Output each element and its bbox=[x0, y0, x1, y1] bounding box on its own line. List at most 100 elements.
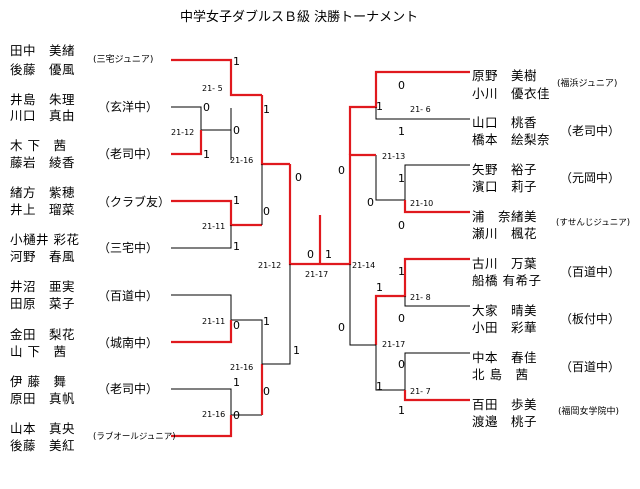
match-point: 1 bbox=[325, 248, 332, 261]
player-name: 原田 真帆 bbox=[10, 391, 76, 406]
match-point: 0 bbox=[338, 164, 345, 177]
team-name: （老司中） bbox=[98, 382, 159, 396]
match-point: 0 bbox=[233, 124, 240, 137]
player-name: 河野 春風 bbox=[10, 249, 76, 264]
player-name: 原野 美樹 bbox=[472, 68, 538, 83]
set-score: 21-16 bbox=[230, 156, 254, 165]
match-point: 1 bbox=[376, 100, 383, 113]
set-score: 21-16 bbox=[230, 363, 254, 372]
bracket-line bbox=[262, 264, 291, 365]
team-name: （三宅中） bbox=[98, 241, 159, 255]
bracket-line bbox=[320, 153, 376, 266]
player-name: 川口 真由 bbox=[10, 108, 76, 123]
player-name: 井島 朱理 bbox=[10, 92, 76, 107]
team-name: （玄洋中） bbox=[98, 100, 159, 114]
set-score: 21-17 bbox=[305, 270, 329, 279]
match-point: 1 bbox=[398, 404, 405, 417]
player-name: 金田 梨花 bbox=[10, 327, 76, 342]
player-name: 井上 瑠菜 bbox=[10, 202, 76, 217]
match-point: 0 bbox=[398, 79, 405, 92]
team-name: （クラブ友） bbox=[98, 195, 171, 209]
bracket-line bbox=[171, 130, 203, 156]
match-point: 0 bbox=[233, 409, 240, 422]
match-point: 0 bbox=[398, 358, 405, 371]
player-name: 中本 春佳 bbox=[472, 350, 538, 365]
set-score: 21-12 bbox=[171, 128, 195, 137]
match-point: 1 bbox=[376, 281, 383, 294]
team-name: （百道中） bbox=[98, 289, 159, 303]
team-name: (すせんじジュニア) bbox=[556, 218, 631, 228]
match-point: 0 bbox=[203, 101, 210, 114]
team-name: （板付中） bbox=[560, 312, 621, 326]
player-name: 山口 桃香 bbox=[472, 115, 538, 130]
team-name: (ラブオールジュニア) bbox=[93, 432, 176, 442]
player-name: 大家 晴美 bbox=[472, 303, 538, 318]
bracket-line bbox=[403, 200, 470, 214]
player-name: 緒方 紫穂 bbox=[10, 185, 76, 200]
bracket-line bbox=[171, 58, 262, 97]
page-title: 中学女子ダブルスＢ級 決勝トーナメント bbox=[180, 10, 419, 25]
match-point: 1 bbox=[398, 172, 405, 185]
match-point: 1 bbox=[263, 315, 270, 328]
match-point: 1 bbox=[233, 194, 240, 207]
player-name: 百田 歩美 bbox=[472, 397, 538, 412]
bracket-line bbox=[171, 106, 232, 131]
bracket-line bbox=[171, 294, 263, 364]
match-point: 1 bbox=[376, 380, 383, 393]
bracket-line bbox=[349, 264, 376, 346]
player-name: 濱口 莉子 bbox=[472, 179, 538, 194]
set-score: 21-11 bbox=[202, 317, 226, 326]
bracket-line bbox=[375, 155, 470, 201]
bracket-line bbox=[171, 388, 262, 416]
match-point: 0 bbox=[367, 196, 374, 209]
set-score: 21-17 bbox=[382, 340, 406, 349]
team-name: （元岡中） bbox=[560, 171, 621, 185]
set-score: 21- 5 bbox=[202, 84, 223, 93]
player-name: 伊 藤 舞 bbox=[10, 374, 67, 389]
bracket-line bbox=[375, 345, 470, 391]
match-point: 0 bbox=[295, 171, 302, 184]
match-point: 1 bbox=[263, 103, 270, 116]
match-point: 1 bbox=[398, 265, 405, 278]
set-score: 21- 6 bbox=[410, 105, 431, 114]
team-name: （老司中） bbox=[560, 124, 621, 138]
team-name: （百道中） bbox=[560, 360, 621, 374]
bracket-line bbox=[375, 107, 470, 120]
team-name: (福岡女学院中) bbox=[558, 407, 620, 417]
set-score: 21-12 bbox=[258, 261, 282, 270]
player-name: 橋本 絵梨奈 bbox=[472, 132, 551, 147]
match-point: 0 bbox=[307, 248, 314, 261]
player-name: 井沼 亜実 bbox=[10, 279, 76, 294]
match-point: 1 bbox=[203, 148, 210, 161]
player-name: 田原 菜子 bbox=[10, 296, 76, 311]
team-name: (三宅ジュニア) bbox=[93, 55, 154, 65]
player-name: 浦 奈緒美 bbox=[472, 209, 538, 224]
player-name: 山 下 茜 bbox=[10, 344, 67, 359]
player-name: 木 下 茜 bbox=[10, 138, 67, 153]
player-name: 小川 優衣佳 bbox=[472, 86, 551, 101]
team-name: (福浜ジュニア) bbox=[557, 79, 618, 89]
player-name: 北 島 茜 bbox=[472, 367, 529, 382]
match-point: 0 bbox=[263, 205, 270, 218]
player-name: 矢野 裕子 bbox=[472, 162, 538, 177]
bracket-line bbox=[171, 415, 233, 438]
set-score: 21-14 bbox=[352, 261, 376, 270]
player-name: 瀬川 楓花 bbox=[472, 226, 538, 241]
match-point: 1 bbox=[233, 55, 240, 68]
match-point: 0 bbox=[398, 312, 405, 325]
player-name: 小田 彩華 bbox=[472, 320, 538, 335]
match-point: 1 bbox=[293, 344, 300, 357]
bracket-line bbox=[171, 320, 233, 344]
match-point: 0 bbox=[263, 385, 270, 398]
team-name: （城南中） bbox=[98, 336, 159, 350]
bracket-line bbox=[404, 296, 470, 307]
player-name: 山本 真央 bbox=[10, 421, 76, 436]
match-point: 1 bbox=[233, 376, 240, 389]
player-name: 古川 万葉 bbox=[472, 256, 538, 271]
set-score: 21-13 bbox=[382, 152, 406, 161]
player-name: 渡邉 桃子 bbox=[472, 414, 538, 429]
player-name: 船橋 有希子 bbox=[472, 273, 542, 288]
bracket-line bbox=[171, 199, 262, 227]
